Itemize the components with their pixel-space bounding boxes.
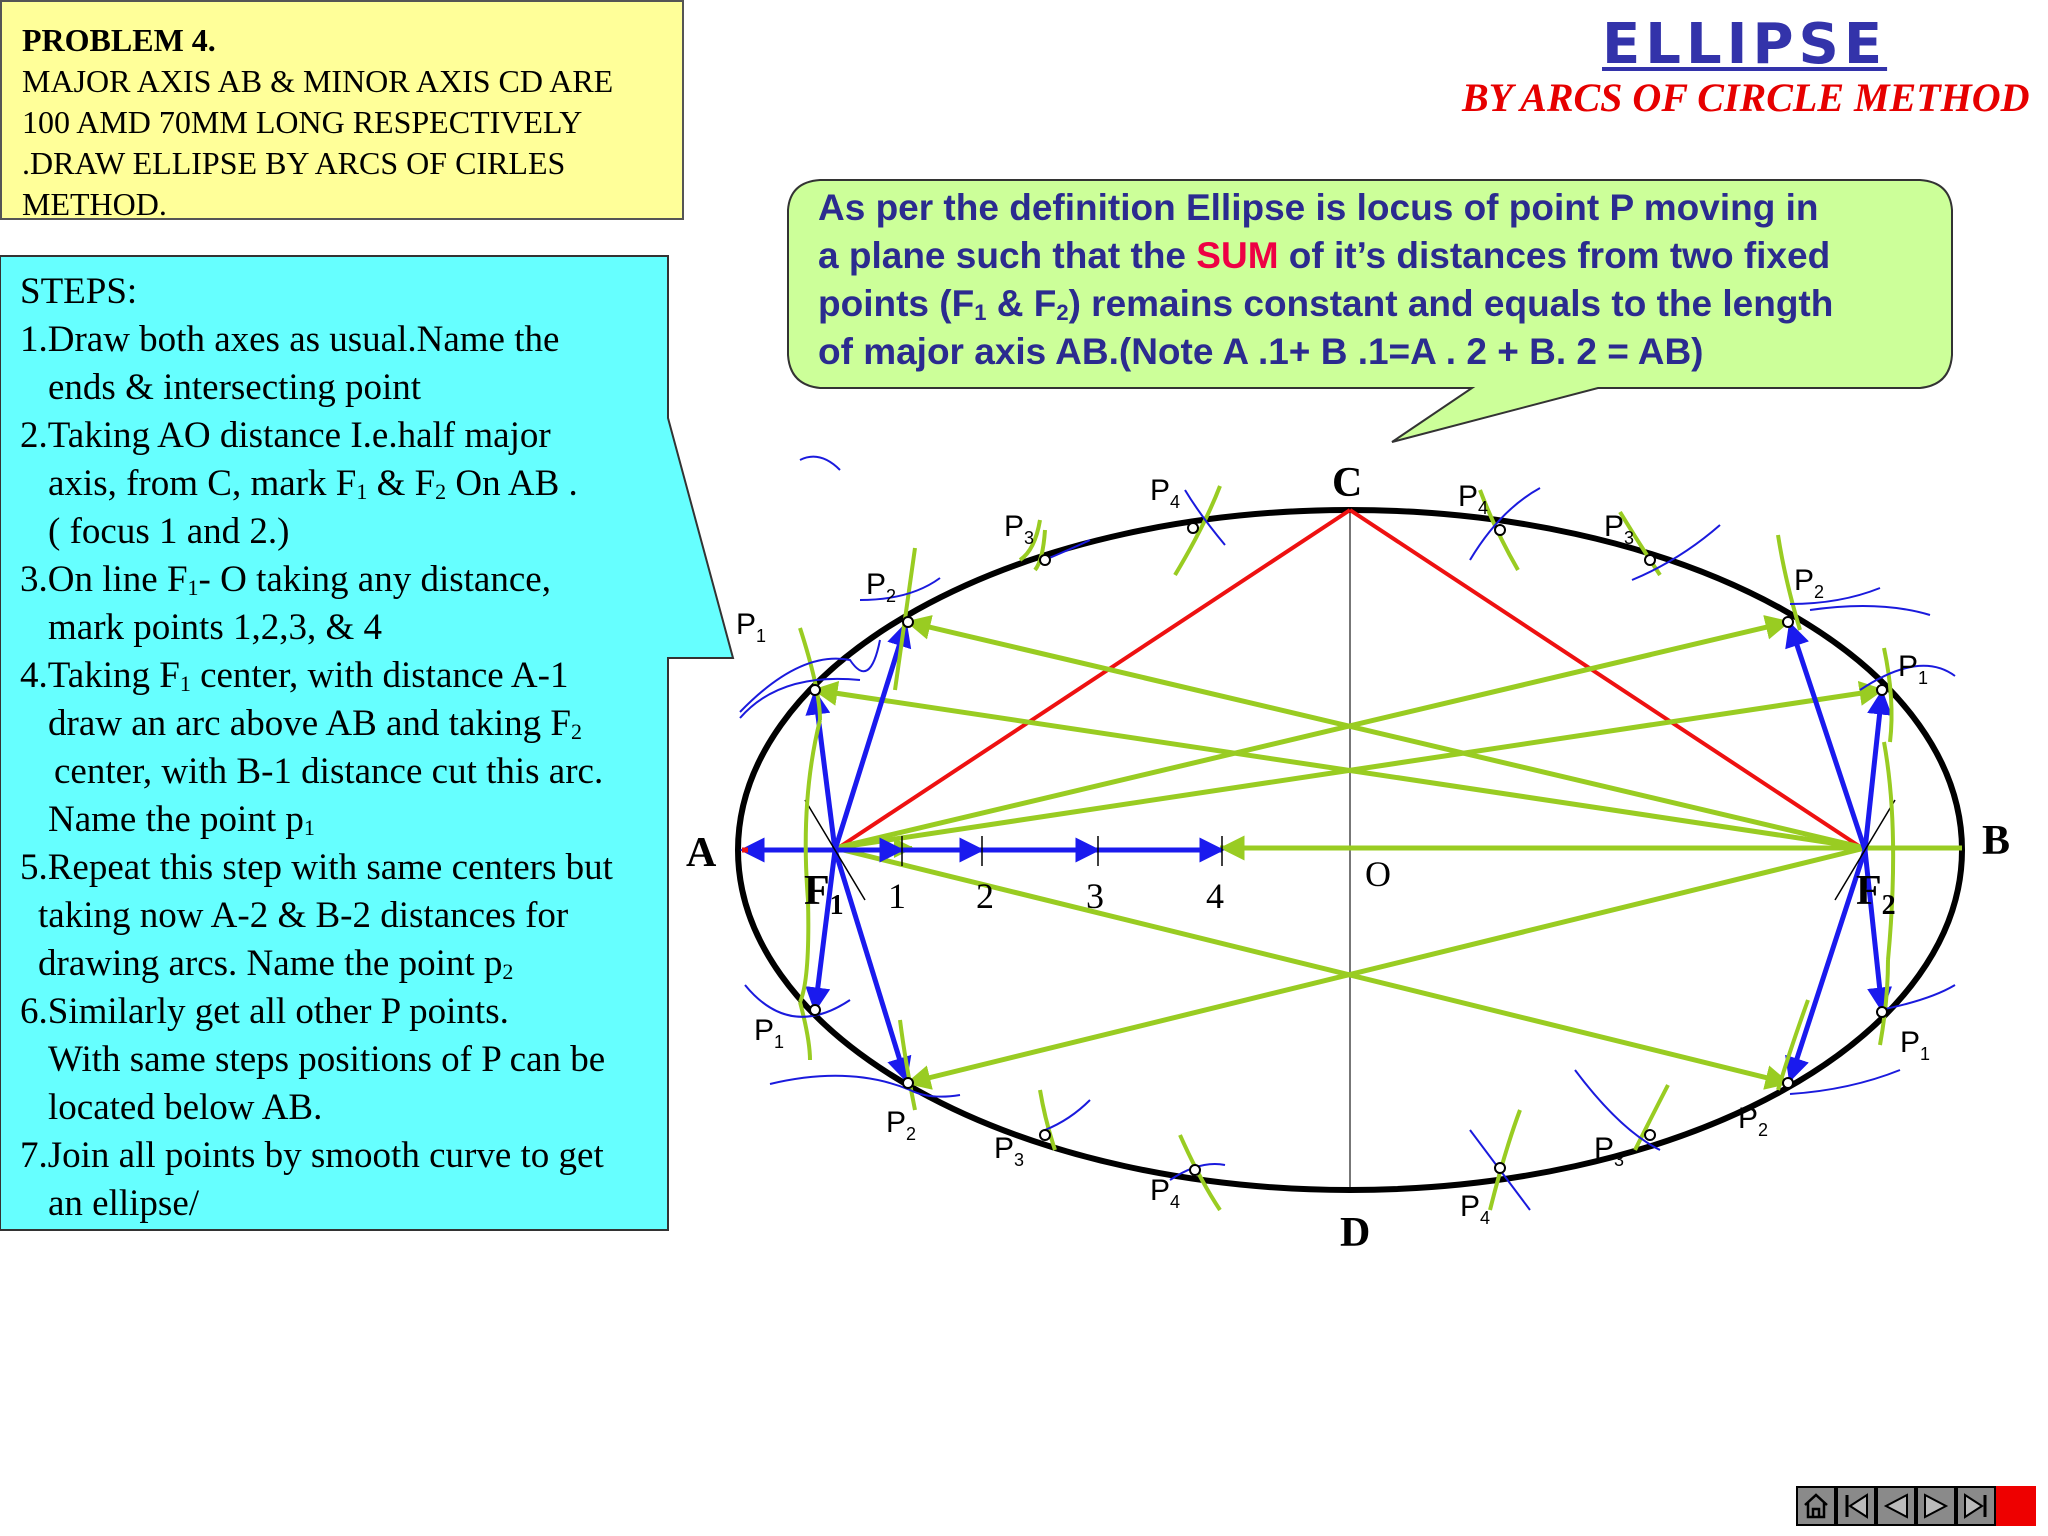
definition-bubble bbox=[787, 179, 1953, 443]
next-icon[interactable] bbox=[1916, 1486, 1956, 1526]
step-1: 1.Draw both axes as usual.Name the bbox=[20, 319, 560, 360]
step-5-cont2: drawing arcs. Name the point p2 bbox=[38, 943, 514, 984]
step-2-cont2: ( focus 1 and 2.) bbox=[48, 511, 290, 552]
label-f2: F2 bbox=[1856, 868, 1896, 921]
definition-line-4: of major axis AB.(Note A .1+ B .1=A . 2 … bbox=[818, 331, 1704, 372]
step-3-cont: mark points 1,2,3, & 4 bbox=[48, 607, 383, 648]
label-point-1: 1 bbox=[888, 876, 906, 916]
problem-title: PROBLEM 4. bbox=[22, 22, 216, 58]
step-5: 5.Repeat this step with same centers but bbox=[20, 847, 613, 888]
definition-line-1: As per the definition Ellipse is locus o… bbox=[818, 187, 1819, 228]
label-f1: F1 bbox=[804, 868, 844, 921]
label-p3: P3 bbox=[1604, 510, 1634, 548]
label-p2: P2 bbox=[1738, 1102, 1768, 1140]
steps-list: STEPS: 1.Draw both axes as usual.Name th… bbox=[20, 268, 680, 1228]
label-p1: P1 bbox=[754, 1014, 784, 1052]
label-p4: P4 bbox=[1150, 1174, 1180, 1212]
label-point-2: 2 bbox=[976, 876, 994, 916]
step-7: 7.Join all points by smooth curve to get bbox=[20, 1135, 604, 1176]
blue-distance-lines bbox=[739, 621, 1893, 1083]
last-icon[interactable] bbox=[1956, 1486, 1996, 1526]
label-p3: P3 bbox=[1004, 510, 1034, 548]
problem-line: MAJOR AXIS AB & MINOR AXIS CD ARE bbox=[22, 63, 614, 99]
label-p4: P4 bbox=[1460, 1190, 1490, 1228]
label-p1: P1 bbox=[1898, 650, 1928, 688]
label-p4: P4 bbox=[1458, 480, 1488, 518]
page-title: ELLIPSE bbox=[1602, 12, 1888, 77]
label-point-4: 4 bbox=[1206, 876, 1224, 916]
steps-heading: STEPS: bbox=[20, 271, 138, 312]
step-4-cont: draw an arc above AB and taking F2 bbox=[48, 703, 582, 744]
step-7-cont: an ellipse/ bbox=[48, 1183, 200, 1224]
step-3: 3.On line F1- O taking any distance, bbox=[20, 559, 551, 600]
label-p2: P2 bbox=[866, 568, 896, 606]
step-4-cont2: center, with B-1 distance cut this arc. bbox=[54, 751, 604, 792]
step-2: 2.Taking AO distance I.e.half major bbox=[20, 415, 551, 456]
first-icon[interactable] bbox=[1836, 1486, 1876, 1526]
line-c-f1 bbox=[833, 508, 1352, 852]
step-6: 6.Similarly get all other P points. bbox=[20, 991, 509, 1032]
stop-icon[interactable] bbox=[1996, 1486, 2036, 1526]
label-p2: P2 bbox=[886, 1106, 916, 1144]
label-p4: P4 bbox=[1150, 474, 1180, 512]
home-icon[interactable] bbox=[1796, 1486, 1836, 1526]
label-d: D bbox=[1340, 1210, 1370, 1256]
line-c-f2 bbox=[1348, 508, 1867, 852]
problem-statement: PROBLEM 4. MAJOR AXIS AB & MINOR AXIS CD… bbox=[0, 0, 684, 222]
label-c: C bbox=[1332, 460, 1362, 506]
label-b: B bbox=[1982, 818, 2010, 864]
step-6-cont2: located below AB. bbox=[48, 1087, 323, 1128]
sum-highlight: SUM bbox=[1196, 235, 1279, 276]
prev-icon[interactable] bbox=[1876, 1486, 1916, 1526]
label-p3: P3 bbox=[994, 1132, 1024, 1170]
axis-tick-marks bbox=[804, 799, 1896, 901]
problem-line: METHOD. bbox=[22, 186, 167, 222]
step-5-cont: taking now A-2 & B-2 distances for bbox=[38, 895, 569, 936]
label-p3: P3 bbox=[1594, 1132, 1624, 1170]
p-points bbox=[809, 522, 1888, 1176]
label-a: A bbox=[686, 830, 717, 876]
step-1-cont: ends & intersecting point bbox=[48, 367, 422, 408]
green-distance-lines bbox=[812, 615, 1962, 1090]
step-6-cont: With same steps positions of P can be bbox=[48, 1039, 606, 1080]
definition-line-2: a plane such that the SUM of it’s distan… bbox=[818, 235, 1831, 276]
label-p1: P1 bbox=[1900, 1026, 1930, 1064]
problem-line: .DRAW ELLIPSE BY ARCS OF CIRLES bbox=[22, 145, 566, 181]
green-arcs bbox=[798, 485, 1896, 1212]
definition-text: As per the definition Ellipse is locus o… bbox=[818, 184, 1958, 376]
label-p1: P1 bbox=[736, 608, 766, 646]
definition-line-3: points (F1 & F2) remains constant and eq… bbox=[818, 283, 1834, 325]
step-4-cont3: Name the point p1 bbox=[48, 799, 315, 840]
blue-arcs bbox=[739, 455, 1956, 1211]
step-2-cont: axis, from C, mark F1 & F2 On AB . bbox=[48, 463, 578, 504]
problem-line: 100 AMD 70MM LONG RESPECTIVELY bbox=[22, 104, 583, 140]
label-o: O bbox=[1365, 854, 1391, 894]
step-4: 4.Taking F1 center, with distance A-1 bbox=[20, 655, 569, 696]
label-point-3: 3 bbox=[1086, 876, 1104, 916]
slide-navigation bbox=[1796, 1486, 2036, 1530]
page-subtitle: BY ARCS OF CIRCLE METHOD bbox=[1462, 75, 2030, 120]
label-p2: P2 bbox=[1794, 564, 1824, 602]
